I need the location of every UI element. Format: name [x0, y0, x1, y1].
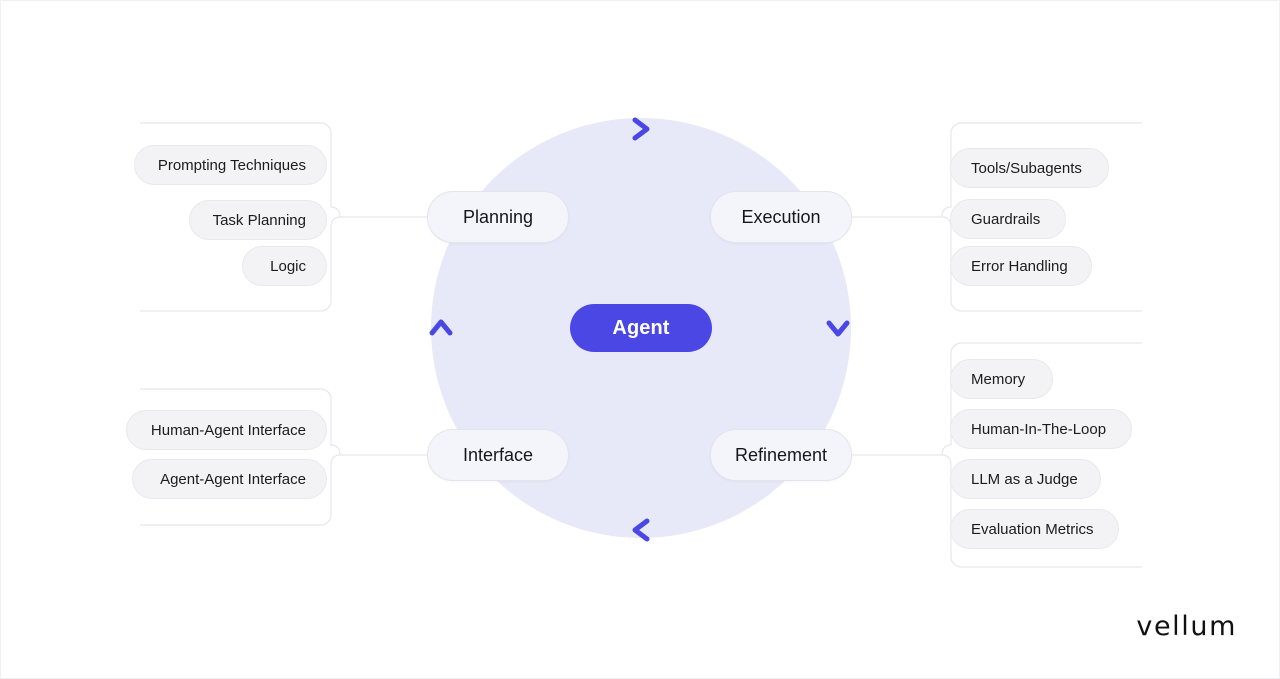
- leaf-label: Agent-Agent Interface: [160, 470, 306, 488]
- agent-center-label: Agent: [612, 316, 670, 339]
- leaf-pill-human-agent-interface[interactable]: Human-Agent Interface: [126, 410, 327, 450]
- leaf-label: Memory: [971, 370, 1026, 388]
- quadrant-label-planning: Planning: [462, 206, 534, 227]
- leaf-label: Human-Agent Interface: [150, 421, 306, 439]
- leaf-label: Human-In-The-Loop: [971, 420, 1107, 438]
- chevron-right-icon: [627, 114, 655, 144]
- vellum-wordmark: vellum: [1136, 611, 1237, 642]
- leaf-label: Task Planning: [212, 211, 306, 229]
- agent-center-node[interactable]: Agent: [570, 304, 712, 352]
- leaf-label: LLM as a Judge: [971, 470, 1078, 488]
- leaf-pill-memory[interactable]: Memory: [950, 359, 1053, 399]
- chevron-left-icon: [627, 515, 655, 545]
- quadrant-label-execution: Execution: [741, 206, 821, 227]
- leaf-pill-agent-agent-interface[interactable]: Agent-Agent Interface: [132, 459, 327, 499]
- quadrant-node-execution[interactable]: Execution: [710, 191, 852, 243]
- leaf-pill-task-planning[interactable]: Task Planning: [189, 200, 327, 240]
- leaf-pill-llm-as-a-judge[interactable]: LLM as a Judge: [950, 459, 1101, 499]
- quadrant-node-refinement[interactable]: Refinement: [710, 429, 852, 481]
- leaf-pill-error-handling[interactable]: Error Handling: [950, 246, 1092, 286]
- chevron-down-icon: [823, 314, 853, 342]
- leaf-label: Prompting Techniques: [157, 156, 306, 174]
- leaf-pill-human-in-the-loop[interactable]: Human-In-The-Loop: [950, 409, 1132, 449]
- leaf-label: Logic: [270, 257, 306, 275]
- quadrant-label-refinement: Refinement: [734, 444, 828, 465]
- leaf-pill-logic[interactable]: Logic: [242, 246, 327, 286]
- leaf-pill-guardrails[interactable]: Guardrails: [950, 199, 1066, 239]
- leaf-label: Guardrails: [971, 210, 1041, 228]
- leaf-label: Evaluation Metrics: [971, 520, 1094, 538]
- leaf-pill-prompting-techniques[interactable]: Prompting Techniques: [134, 145, 327, 185]
- leaf-label: Error Handling: [971, 257, 1068, 275]
- leaf-label: Tools/Subagents: [971, 159, 1082, 177]
- quadrant-node-interface[interactable]: Interface: [427, 429, 569, 481]
- chevron-up-icon: [426, 314, 456, 342]
- quadrant-label-interface: Interface: [462, 444, 534, 465]
- leaf-pill-evaluation-metrics[interactable]: Evaluation Metrics: [950, 509, 1119, 549]
- leaf-pill-tools-subagents[interactable]: Tools/Subagents: [950, 148, 1109, 188]
- quadrant-node-planning[interactable]: Planning: [427, 191, 569, 243]
